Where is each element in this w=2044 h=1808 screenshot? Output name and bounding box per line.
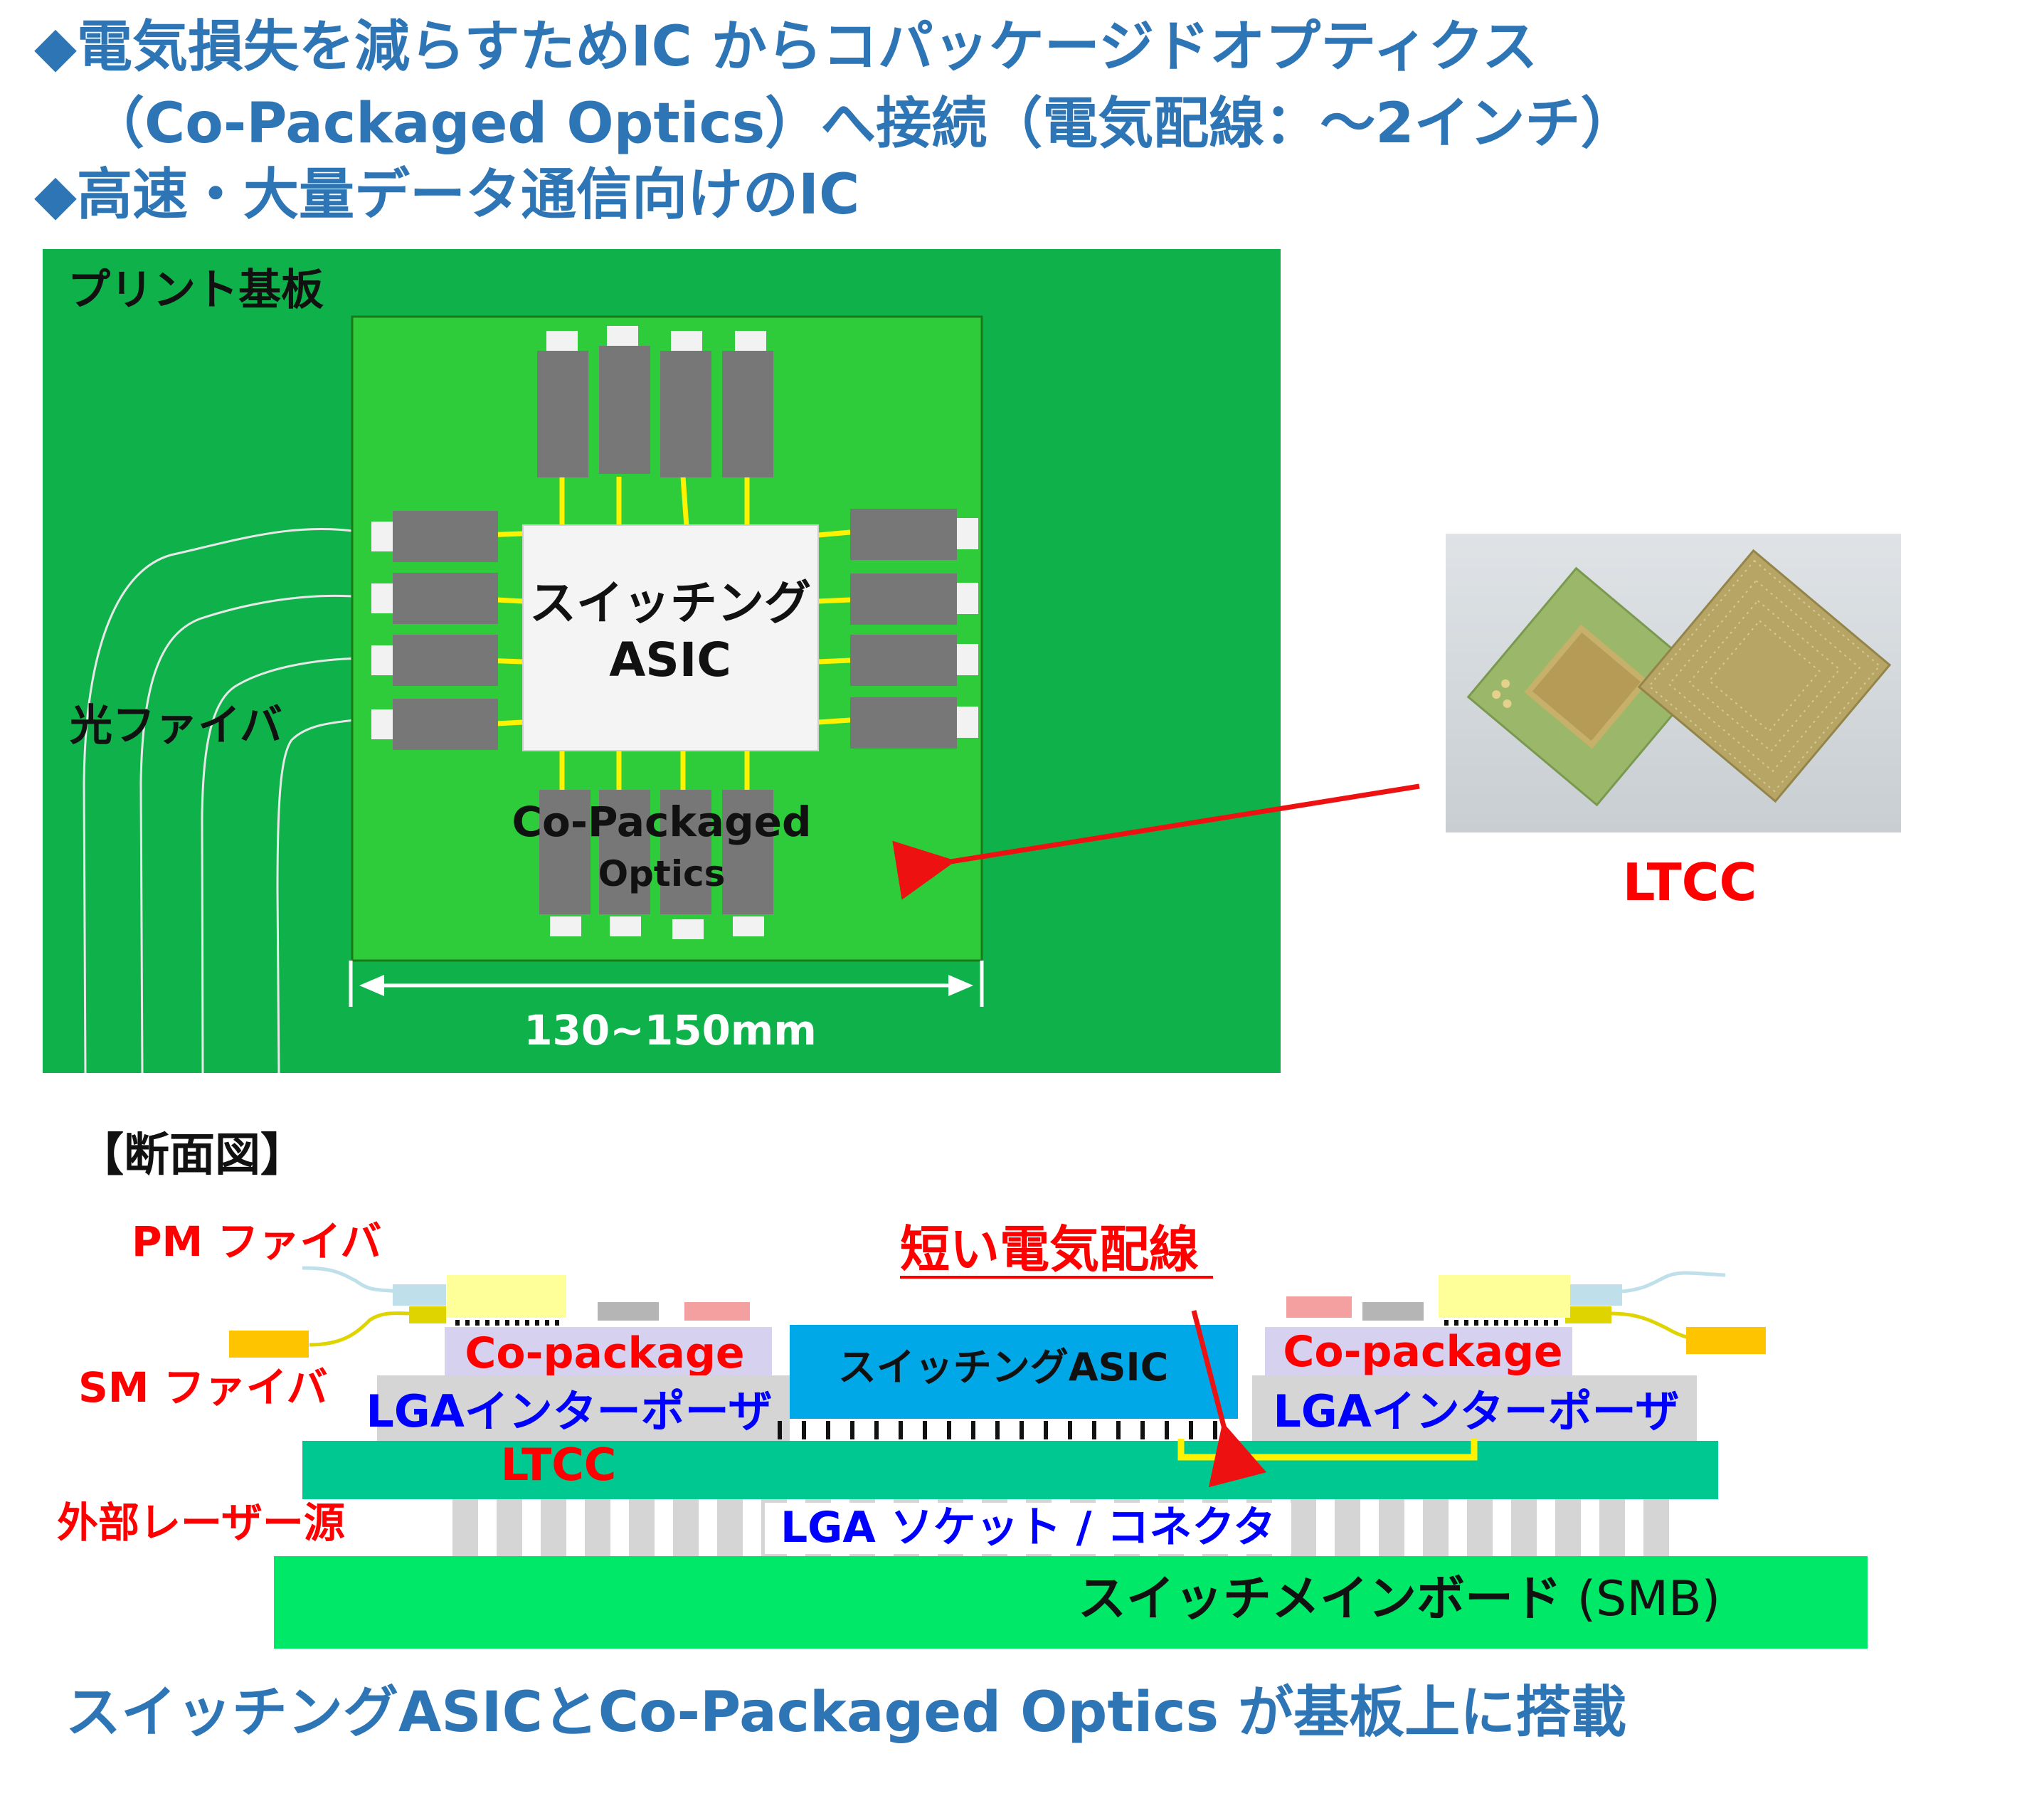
pcb-label: プリント基板 (68, 265, 324, 315)
cross-section-title: 【断面図】 (78, 1129, 306, 1182)
optical-chip-left (447, 1275, 566, 1318)
lga-interposer-left-label: LGAインターポーザ (366, 1385, 772, 1437)
smb-label-main: スイッチメインボード (1078, 1571, 1562, 1627)
lga-socket-label-bg (765, 1503, 1291, 1554)
ltcc-caption: LTCC (1623, 852, 1757, 912)
co-package-right (1265, 1327, 1572, 1375)
switching-asic-cross-label: スイッチングASIC (838, 1345, 1168, 1390)
fiber-label: 光ファイバ (70, 701, 282, 751)
external-laser-label: 外部レーザー源 (57, 1498, 345, 1547)
ltcc-arrow (892, 783, 1420, 900)
ltcc-layer-label: LTCC (501, 1439, 617, 1491)
short-wiring-label: 短い電気配線 (900, 1220, 1199, 1279)
switching-asic-chip (522, 524, 819, 751)
optical-fibers (83, 527, 371, 1074)
asic-label-2: ASIC (609, 633, 731, 687)
smb-label-abbr: (SMB) (1562, 1571, 1720, 1627)
fiber-2 (139, 594, 371, 1074)
cpo-modules-right (850, 509, 978, 749)
sm-fiber-label: SM ファイバ (78, 1363, 328, 1412)
headline-line-1: ◆電気損失を減らすためIC からコパッケージドオプティクス (34, 15, 1537, 79)
lga-interposer-right-label: LGAインターポーザ (1273, 1385, 1679, 1437)
short-wiring-trace (1177, 1439, 1478, 1461)
cpo-modules-left (371, 511, 498, 750)
switching-asic-cross (790, 1325, 1238, 1419)
optical-chip-right (1439, 1275, 1570, 1318)
sm-fiber-plug-left (229, 1331, 309, 1358)
dimension-label: 130~150mm (524, 1006, 817, 1054)
fiber-1 (83, 527, 371, 1074)
headline-line-2: （Co-Packaged Optics）へ接続（電気配線：～2インチ） (89, 92, 1636, 156)
ltcc-photo (1446, 534, 1901, 832)
footer-text: スイッチングASICとCo-Packaged Optics が基板上に搭載 (65, 1681, 1626, 1745)
lga-interposer-right (1252, 1375, 1697, 1441)
fibers-left (302, 1266, 410, 1347)
dimension-marker (349, 961, 984, 1007)
co-package-right-label: Co-package (1283, 1327, 1562, 1377)
cpo-modules-bottom (539, 790, 773, 939)
gray-chip-left (598, 1302, 659, 1321)
pm-fiber-connector-right (1565, 1284, 1622, 1306)
headline-line-3: ◆高速・大量データ通信向けのIC (34, 163, 859, 227)
switch-main-board (274, 1556, 1868, 1649)
asic-label-1: スイッチング (529, 576, 811, 630)
fiber-3 (201, 657, 371, 1074)
lga-interposer-left (377, 1375, 790, 1441)
pm-fiber-label: PM ファイバ (132, 1217, 381, 1266)
lga-socket-label: LGA ソケット / コネクタ (780, 1503, 1276, 1553)
gray-chip-right (1362, 1302, 1424, 1321)
micro-bumps (455, 1320, 1558, 1326)
sm-fiber-connector-left (409, 1306, 446, 1323)
fiber-4 (276, 717, 371, 1074)
co-package-left-label: Co-package (465, 1328, 744, 1378)
pm-fiber-connector-left (393, 1284, 446, 1306)
smb-label: スイッチメインボード (SMB) (1078, 1571, 1720, 1627)
short-wiring-arrow (1191, 1310, 1267, 1488)
sm-fiber-connector-right (1565, 1306, 1611, 1323)
ltcc-layer (302, 1441, 1718, 1499)
pink-chip-right (1286, 1296, 1352, 1318)
cpo-label-2: Optics (598, 853, 726, 894)
cpo-modules-top (537, 326, 773, 477)
asic-bumps (778, 1421, 1217, 1439)
cpo-label-1: Co-Packaged (512, 798, 811, 846)
co-package-left (445, 1327, 772, 1375)
sm-fiber-plug-right (1686, 1327, 1766, 1354)
pink-chip-left (684, 1302, 750, 1321)
